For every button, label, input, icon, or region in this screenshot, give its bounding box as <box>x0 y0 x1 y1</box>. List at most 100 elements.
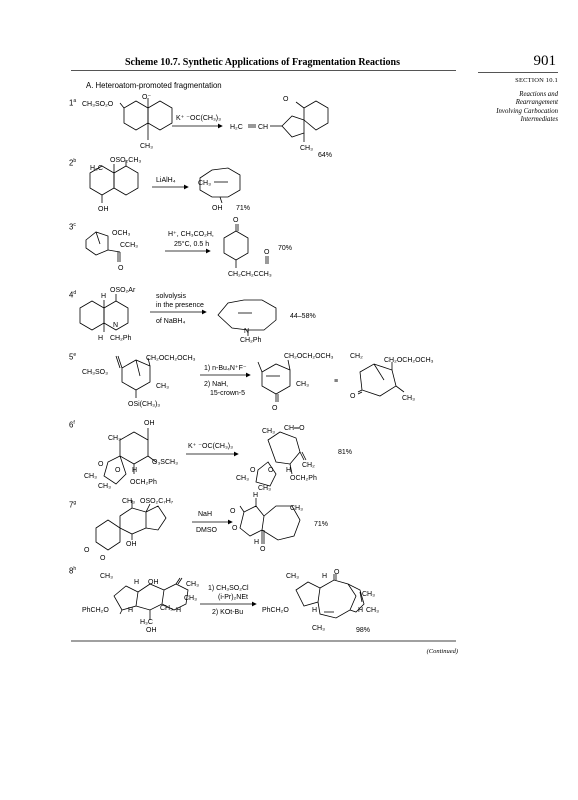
structure-product-a <box>257 359 291 402</box>
reagent: solvolysis <box>156 293 186 300</box>
entry-number: 7g <box>69 500 77 510</box>
reagent: K⁺ ⁻OC(CH₃)₃ <box>188 443 233 450</box>
structure-product <box>281 100 329 142</box>
label: CH₂Ph <box>110 335 131 342</box>
label: H <box>253 492 258 499</box>
structure-reactant <box>95 500 167 551</box>
label: PhCH₂O <box>262 607 289 614</box>
structure-product <box>239 498 301 544</box>
label: H <box>128 607 133 614</box>
label: CH₃ <box>312 625 325 632</box>
structure-reactant <box>103 428 157 485</box>
reagent: 2) KOt-Bu <box>212 609 243 616</box>
label: OCH₂Ph <box>290 475 317 482</box>
label: CH₃ <box>108 435 121 442</box>
label: CH₃ <box>262 428 275 435</box>
label: CH₃ <box>100 573 113 580</box>
label: CH═O <box>284 425 305 432</box>
label: CH₃ <box>300 145 313 152</box>
scheme-title: Scheme 10.7. Synthetic Applications of F… <box>125 57 400 68</box>
label: CH₂OCH₂OCH₃ <box>284 353 334 360</box>
label: CH₃ <box>236 475 249 482</box>
label: CH₃ <box>290 505 303 512</box>
entry-number: 8h <box>69 566 77 576</box>
reagent: K⁺ ⁻OC(CH₃)₃ <box>176 115 221 122</box>
label: CH₃ <box>286 573 299 580</box>
label: CH₃ <box>198 180 211 187</box>
continued-note: (Continued) <box>426 648 458 655</box>
entry-1: CH₃SO₂O O⁻ CH₃ K⁺ ⁻OC(CH₃)₃ H₂C CH O CH₃… <box>82 94 332 159</box>
reagent: DMSO <box>196 527 218 534</box>
reagent: of NaBH₄ <box>156 318 185 325</box>
structure-reactant <box>89 160 139 203</box>
label: N <box>244 328 249 335</box>
structure-reactant <box>79 294 129 332</box>
label: O <box>84 547 90 554</box>
reagent: 2) NaH, <box>204 381 228 388</box>
entry-number: 4d <box>69 290 77 300</box>
label: H <box>358 607 363 614</box>
label: CH₃ <box>98 483 111 490</box>
yield: 70% <box>278 245 292 252</box>
label: O <box>272 405 278 412</box>
reagent: (i-Pr)₂NEt <box>218 594 248 601</box>
sidebar-description: Reactions and Rearrangement Involving Ca… <box>496 91 558 124</box>
label: H <box>176 607 181 614</box>
label: H <box>101 293 106 300</box>
yield: 64% <box>318 152 332 159</box>
label: PhCH₂O <box>82 607 109 614</box>
structure-product <box>295 574 365 619</box>
label: O <box>98 461 104 468</box>
label: CH₂ <box>350 353 363 360</box>
entry-2: H₃C OSO₂CH₃ OH LiAlH₄ CH₃ OH 71% <box>89 157 250 213</box>
structure-product <box>255 431 307 487</box>
reagent: in the presence <box>156 302 204 309</box>
label: CH₂CH₂CCH₃ <box>228 271 272 278</box>
label: CH₃ <box>160 605 173 612</box>
label: CH₃SO₂O <box>82 101 114 108</box>
label: N <box>113 322 118 329</box>
label: CH₂OCH₂OCH₃ <box>146 355 196 362</box>
structure-reactant <box>113 577 189 620</box>
label: H₂C <box>230 124 243 131</box>
label: O <box>350 393 356 400</box>
label: O <box>260 546 266 553</box>
page-number: 901 <box>533 53 557 69</box>
label: O <box>233 217 239 224</box>
label: CH₃ <box>184 595 197 602</box>
label: O <box>232 525 238 532</box>
reagent: H⁺, CH₃CO₂H, <box>168 231 214 238</box>
structure-product <box>217 299 277 336</box>
header-rule <box>71 70 456 71</box>
yield: 81% <box>338 449 352 456</box>
label: OH <box>126 541 137 548</box>
label: CH₃ <box>156 383 169 390</box>
entry-3: OCH₃ CCH₃ O H⁺, CH₃CO₂H, 25°C, 0.5 h O O… <box>85 217 292 278</box>
label: O <box>118 265 124 272</box>
label: H <box>98 335 103 342</box>
label: CH₃SO₃ <box>82 369 108 376</box>
label: O <box>115 467 121 474</box>
label: CH₃ <box>258 485 271 492</box>
label: H <box>132 467 137 474</box>
yield: 44–58% <box>290 313 316 320</box>
label: OCH₂Ph <box>130 479 157 486</box>
entry-number: 2b <box>69 158 77 168</box>
structure-reactant <box>119 98 173 140</box>
reagent: 25°C, 0.5 h <box>174 240 209 248</box>
label: H <box>312 607 317 614</box>
label: OH <box>146 627 157 634</box>
label: CH <box>258 124 268 131</box>
yield: 98% <box>356 627 370 634</box>
label: OSO₂CH₃ <box>110 157 141 164</box>
entry-number: 1a <box>69 98 77 108</box>
entry-5: CH₂OCH₂OCH₃ CH₃SO₃ CH₃ OSi(CH₃)₃ 1) n-Bu… <box>82 353 434 412</box>
label: O <box>268 467 274 474</box>
entry-number: 5e <box>69 352 77 362</box>
label: CH₃ <box>186 581 199 588</box>
label: O <box>100 555 106 562</box>
label: OH <box>148 579 159 586</box>
entry-number: 6f <box>69 420 75 430</box>
label: H₃C <box>90 165 103 172</box>
label: CH₃ <box>362 591 375 598</box>
